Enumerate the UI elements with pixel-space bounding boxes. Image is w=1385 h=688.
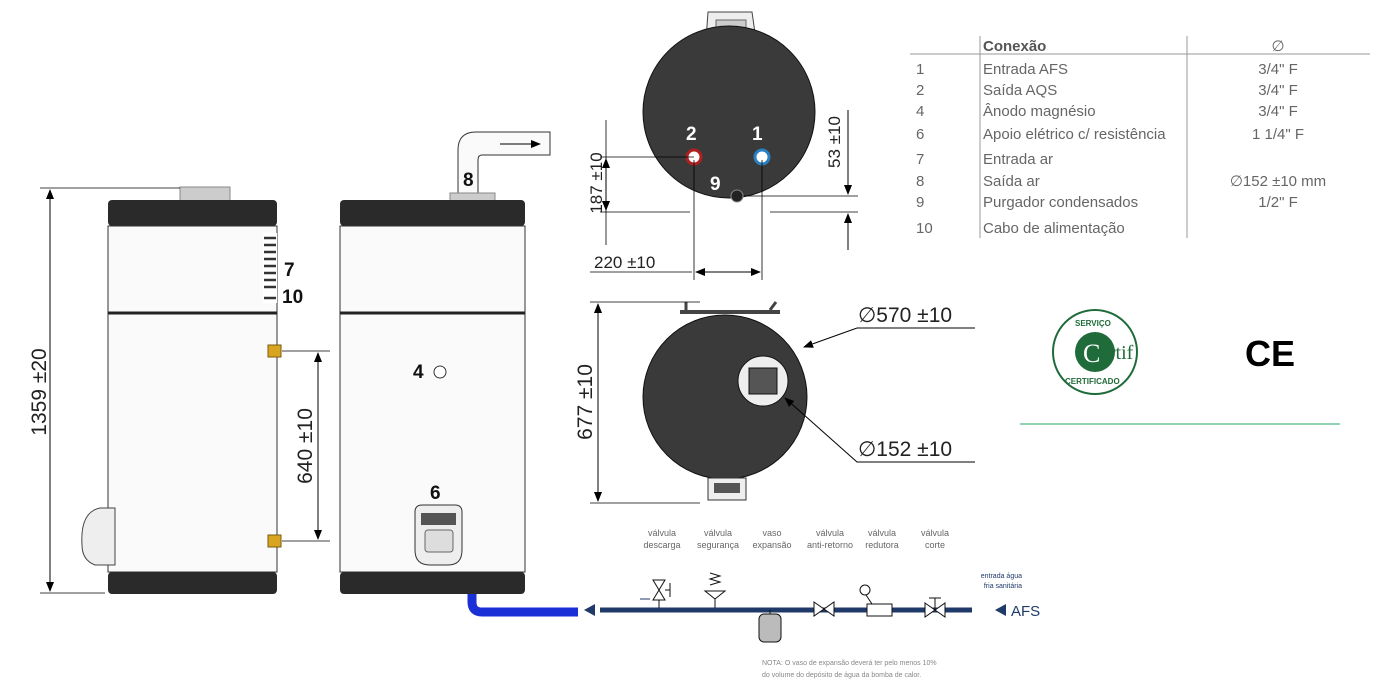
inlet-label-2: fria sanitária [984, 583, 1022, 590]
dim-height: 1359 ±20 [28, 348, 51, 435]
valve-label-line1: válvula [921, 528, 949, 538]
table-row-number: 8 [916, 173, 924, 190]
valve-label-line2: redutora [865, 540, 899, 550]
piping-schematic: válvula descarga válvula segurança vaso expan… [584, 528, 1040, 679]
dim-duct-diameter: ∅152 ±10 [858, 438, 952, 461]
svg-text:SERVIÇO: SERVIÇO [1075, 319, 1111, 328]
table-row-size: 1/2" F [1258, 194, 1298, 211]
table-row-number: 10 [916, 220, 933, 237]
valve-label-line2: segurança [697, 540, 739, 550]
brass-connector-upper [267, 344, 282, 358]
front-view: 8 4 6 [339, 131, 578, 617]
expansion-vessel-icon [758, 610, 782, 643]
dim-top-offset: 187 ±10 [587, 152, 606, 213]
callout-10: 10 [282, 287, 303, 308]
dim-connection-spacing: 640 ±10 [294, 408, 317, 484]
table-row-size: ∅152 ±10 mm [1230, 173, 1326, 190]
table-row-connection: Purgador condensados [983, 194, 1138, 211]
callout-6: 6 [430, 483, 441, 504]
table-row-connection: Saída AQS [983, 82, 1057, 99]
drain-port-9 [730, 189, 744, 203]
control-panel [414, 504, 463, 566]
table-row-connection: Entrada ar [983, 151, 1053, 168]
dim-depth: 677 ±10 [574, 364, 597, 440]
pressure-reducer-icon [859, 584, 893, 617]
table-row-number: 1 [916, 61, 924, 78]
valve-label-line2: descarga [643, 540, 680, 550]
valve-label-line1: válvula [704, 528, 732, 538]
top-view: 2 1 9 187 ±10 53 ±10 220 ±10 [587, 11, 858, 280]
check-valve-icon [813, 601, 835, 617]
ce-mark: CE [1245, 333, 1295, 374]
safety-valve-icon [703, 572, 727, 608]
discharge-valve-icon [640, 579, 671, 608]
table-row-number: 6 [916, 126, 924, 143]
table-row-size: 3/4" F [1258, 82, 1298, 99]
control-box-side [81, 507, 116, 566]
callout-8: 8 [463, 170, 474, 191]
table-row-connection: Entrada AFS [983, 61, 1068, 78]
valve-label-line2: corte [925, 540, 945, 550]
svg-text:ertif: ertif [1100, 342, 1134, 364]
table-row-number: 2 [916, 82, 924, 99]
air-grille [263, 233, 277, 303]
callout-4: 4 [413, 362, 424, 383]
certif-logo: C ertif SERVIÇO CERTIFICADO [1052, 309, 1138, 395]
plan-view: 677 ±10 ∅570 ±10 ∅152 ±10 [574, 301, 975, 504]
callout-1: 1 [752, 124, 763, 145]
valve-label-line2: anti-retorno [807, 540, 853, 550]
callout-2: 2 [686, 124, 697, 145]
table-row-size: 3/4" F [1258, 103, 1298, 120]
table-header-diameter: ∅ [1271, 38, 1284, 55]
hot-water-pipe [467, 594, 578, 617]
valve-label-line1: válvula [816, 528, 844, 538]
connection-table: Conexão ∅ 1 Entrada AFS 3/4" F 2 Saída AQS 3/… [910, 36, 1370, 238]
inlet-label-1: entrada água [981, 573, 1022, 580]
afs-label: AFS [1011, 603, 1040, 620]
valve-label-line2: expansão [752, 540, 791, 550]
brass-connector-lower [267, 534, 282, 548]
svg-text:C: C [1083, 339, 1100, 368]
callout-7: 7 [284, 260, 295, 281]
note-line-1: NOTA: O vaso de expansão deverá ter pelo… [762, 660, 937, 667]
table-header-connection: Conexão [983, 38, 1046, 55]
table-row-size: 3/4" F [1258, 61, 1298, 78]
valve-label-line1: vaso [762, 528, 781, 538]
dim-diameter: ∅570 ±10 [858, 304, 952, 327]
table-row-number: 9 [916, 194, 924, 211]
anode-port [433, 365, 447, 379]
dim-width-offset: 220 ±10 [594, 253, 655, 272]
table-row-number: 7 [916, 151, 924, 168]
table-row-connection: Cabo de alimentação [983, 220, 1125, 237]
callout-9: 9 [710, 174, 721, 195]
table-row-connection: Apoio elétrico c/ resistência [983, 126, 1166, 143]
side-view-left: 7 10 1359 ±20 640 ±10 [28, 186, 330, 594]
dim-drain-offset: 53 ±10 [825, 116, 844, 168]
note-line-2: do volume do depósito de água da bomba d… [762, 672, 921, 679]
shutoff-valve-icon [924, 597, 946, 618]
table-row-size: 1 1/4" F [1252, 126, 1304, 143]
valve-label-line1: válvula [868, 528, 896, 538]
table-row-connection: Saída ar [983, 173, 1040, 190]
table-row-number: 4 [916, 103, 924, 120]
table-row-connection: Ânodo magnésio [983, 103, 1096, 120]
svg-text:CERTIFICADO: CERTIFICADO [1065, 377, 1120, 386]
valve-label-line1: válvula [648, 528, 676, 538]
